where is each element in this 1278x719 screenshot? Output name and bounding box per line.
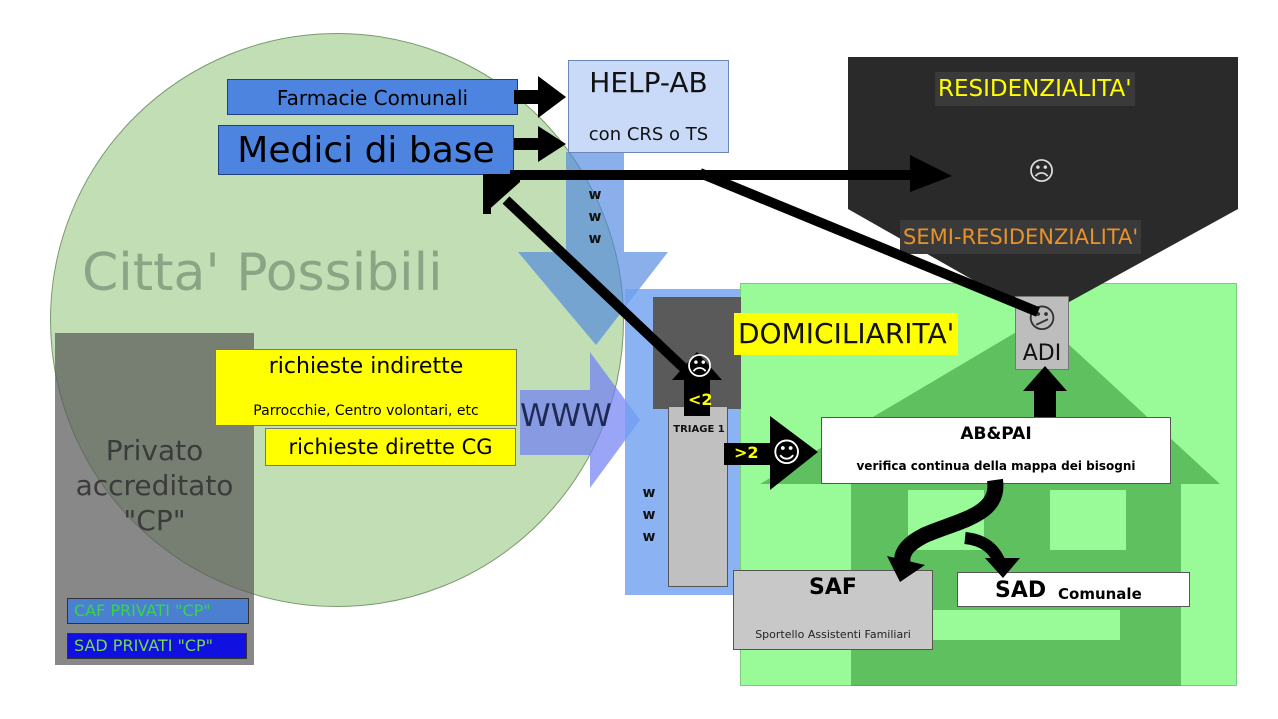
medici-di-base-box[interactable]: Medici di base (218, 125, 514, 175)
arrow-abpai-saf (894, 478, 1004, 568)
sad-title: SAD (995, 578, 1047, 603)
saf-subtitle: Sportello Assistenti Familiari (755, 628, 911, 641)
abpai-title: AB&PAI (960, 424, 1032, 444)
caf-privati-tag[interactable]: CAF PRIVATI "CP" (67, 598, 249, 624)
richieste-dirette-box[interactable]: richieste dirette CG (265, 428, 516, 466)
triage-lt2-label: <2 (688, 390, 713, 409)
house-window-right (1050, 490, 1126, 550)
sad-subtitle: Comunale (1058, 585, 1142, 603)
privato-accreditato-label: Privato accreditato "CP" (75, 434, 234, 537)
line-triage-medici (502, 196, 694, 378)
arrow-head-saf (887, 556, 925, 582)
saf-title: SAF (809, 575, 857, 600)
adi-label: ADI (1022, 341, 1062, 366)
abpai-subtitle: verifica continua della mappa dei bisogn… (856, 459, 1136, 473)
www-label: WWW (520, 398, 612, 434)
arrow-medici-residenzialita (510, 155, 952, 192)
arrow-head-sad (985, 558, 1020, 578)
help-ab-title: HELP-AB (589, 66, 708, 99)
triage-label: TRIAGE 1 (673, 424, 725, 435)
arrow-head-medici (484, 176, 520, 214)
arrow-triage-up (672, 352, 722, 416)
citta-possibili-label: Citta' Possibili (82, 243, 443, 303)
line-adi-medici (698, 168, 1040, 317)
house-door (930, 610, 1120, 640)
www-right-arrow (520, 352, 640, 488)
help-ab-subtitle: con CRS o TS (588, 124, 709, 145)
semi-residenzialita-label: SEMI-RESIDENZIALITA' (900, 220, 1142, 254)
help-ab-box[interactable] (568, 60, 729, 153)
happy-face-icon: ☺ (772, 436, 802, 469)
richieste-indirette-subtitle: Parrocchie, Centro volontari, etc (253, 403, 479, 419)
richieste-indirette-title: richieste indirette (268, 354, 464, 379)
arrow-triage-abpai (724, 416, 818, 490)
richieste-indirette-box[interactable] (215, 349, 517, 426)
arrow-abpai-adi (1023, 366, 1067, 417)
triage-box[interactable] (668, 406, 728, 587)
abpai-box[interactable] (821, 417, 1171, 484)
arrow-farmacie-help (514, 76, 566, 118)
sad-face-icon: ☹ (1028, 157, 1056, 187)
farmacie-comunali-box[interactable]: Farmacie Comunali (227, 79, 518, 115)
domiciliarita-label: DOMICILIARITA' (734, 313, 959, 355)
residenzialita-label: RESIDENZIALITA' (935, 72, 1135, 106)
sad-comunale-box[interactable] (957, 572, 1190, 607)
arrow-corner-medici (483, 174, 520, 214)
triage-gt2-label: >2 (734, 443, 759, 462)
triage-sad-face-icon: ☹ (686, 352, 714, 382)
saf-box[interactable] (733, 570, 933, 650)
arrow-medici-help (514, 126, 566, 162)
sad-privati-tag[interactable]: SAD PRIVATI "CP" (67, 633, 247, 659)
